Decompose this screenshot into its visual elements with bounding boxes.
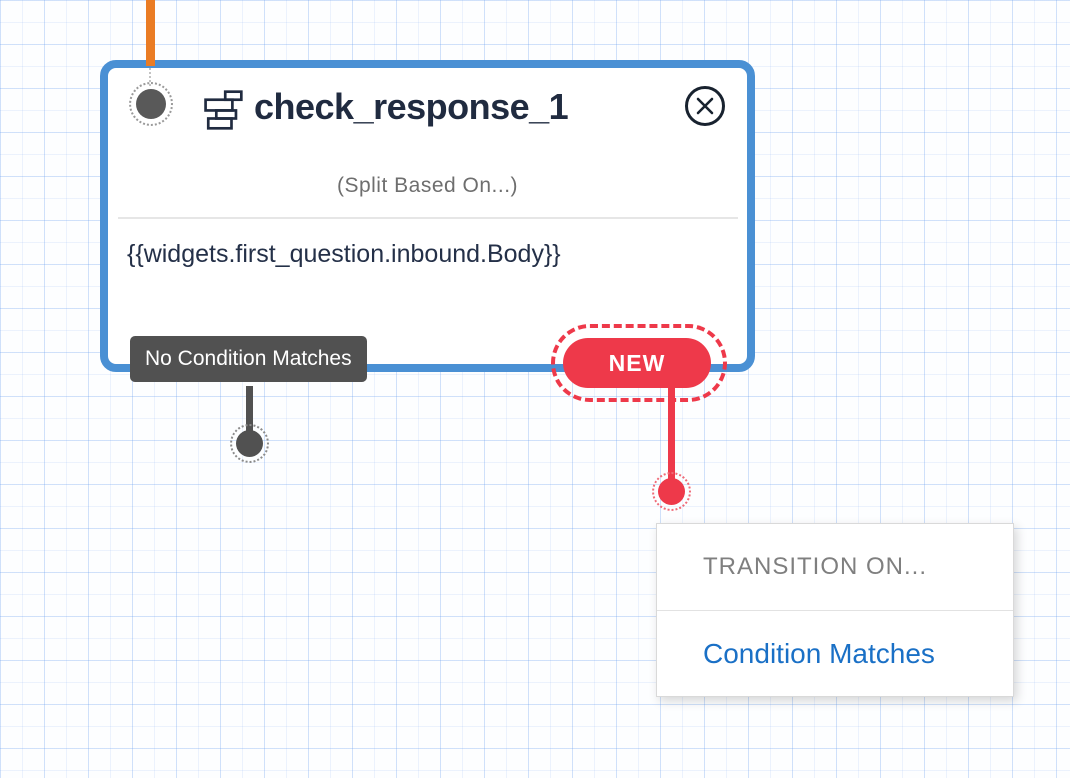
widget-type-label: (Split Based On...)	[336, 174, 519, 197]
transition-menu: TRANSITION ON... Condition Matches	[656, 523, 1014, 697]
close-icon	[693, 94, 717, 118]
connector-dotted-trail	[149, 68, 151, 86]
new-transition-highlight	[551, 324, 727, 402]
incoming-connection-line	[146, 0, 155, 66]
inbound-connector-dot[interactable]	[129, 82, 173, 126]
no-match-connector-dot[interactable]	[230, 424, 269, 463]
new-transition-button[interactable]: NEW	[563, 338, 711, 388]
split-expression-text: {{widgets.first_question.inbound.Body}}	[127, 240, 561, 268]
new-connector-dot-core	[658, 478, 685, 505]
no-condition-matches-label: No Condition Matches	[130, 336, 367, 382]
new-connector-line	[668, 388, 675, 480]
no-match-connector-dot-core	[236, 430, 263, 457]
widget-title: check_response_1	[254, 86, 569, 127]
no-match-connector-line	[246, 386, 253, 432]
new-connector-dot[interactable]	[652, 472, 691, 511]
split-icon	[202, 87, 244, 138]
split-widget-card[interactable]	[100, 60, 755, 372]
menu-item-condition-matches[interactable]: Condition Matches	[703, 637, 935, 669]
inbound-connector-dot-core	[136, 89, 166, 119]
close-button[interactable]	[685, 86, 725, 126]
transition-menu-header: TRANSITION ON...	[657, 524, 1013, 611]
card-divider	[118, 217, 738, 219]
